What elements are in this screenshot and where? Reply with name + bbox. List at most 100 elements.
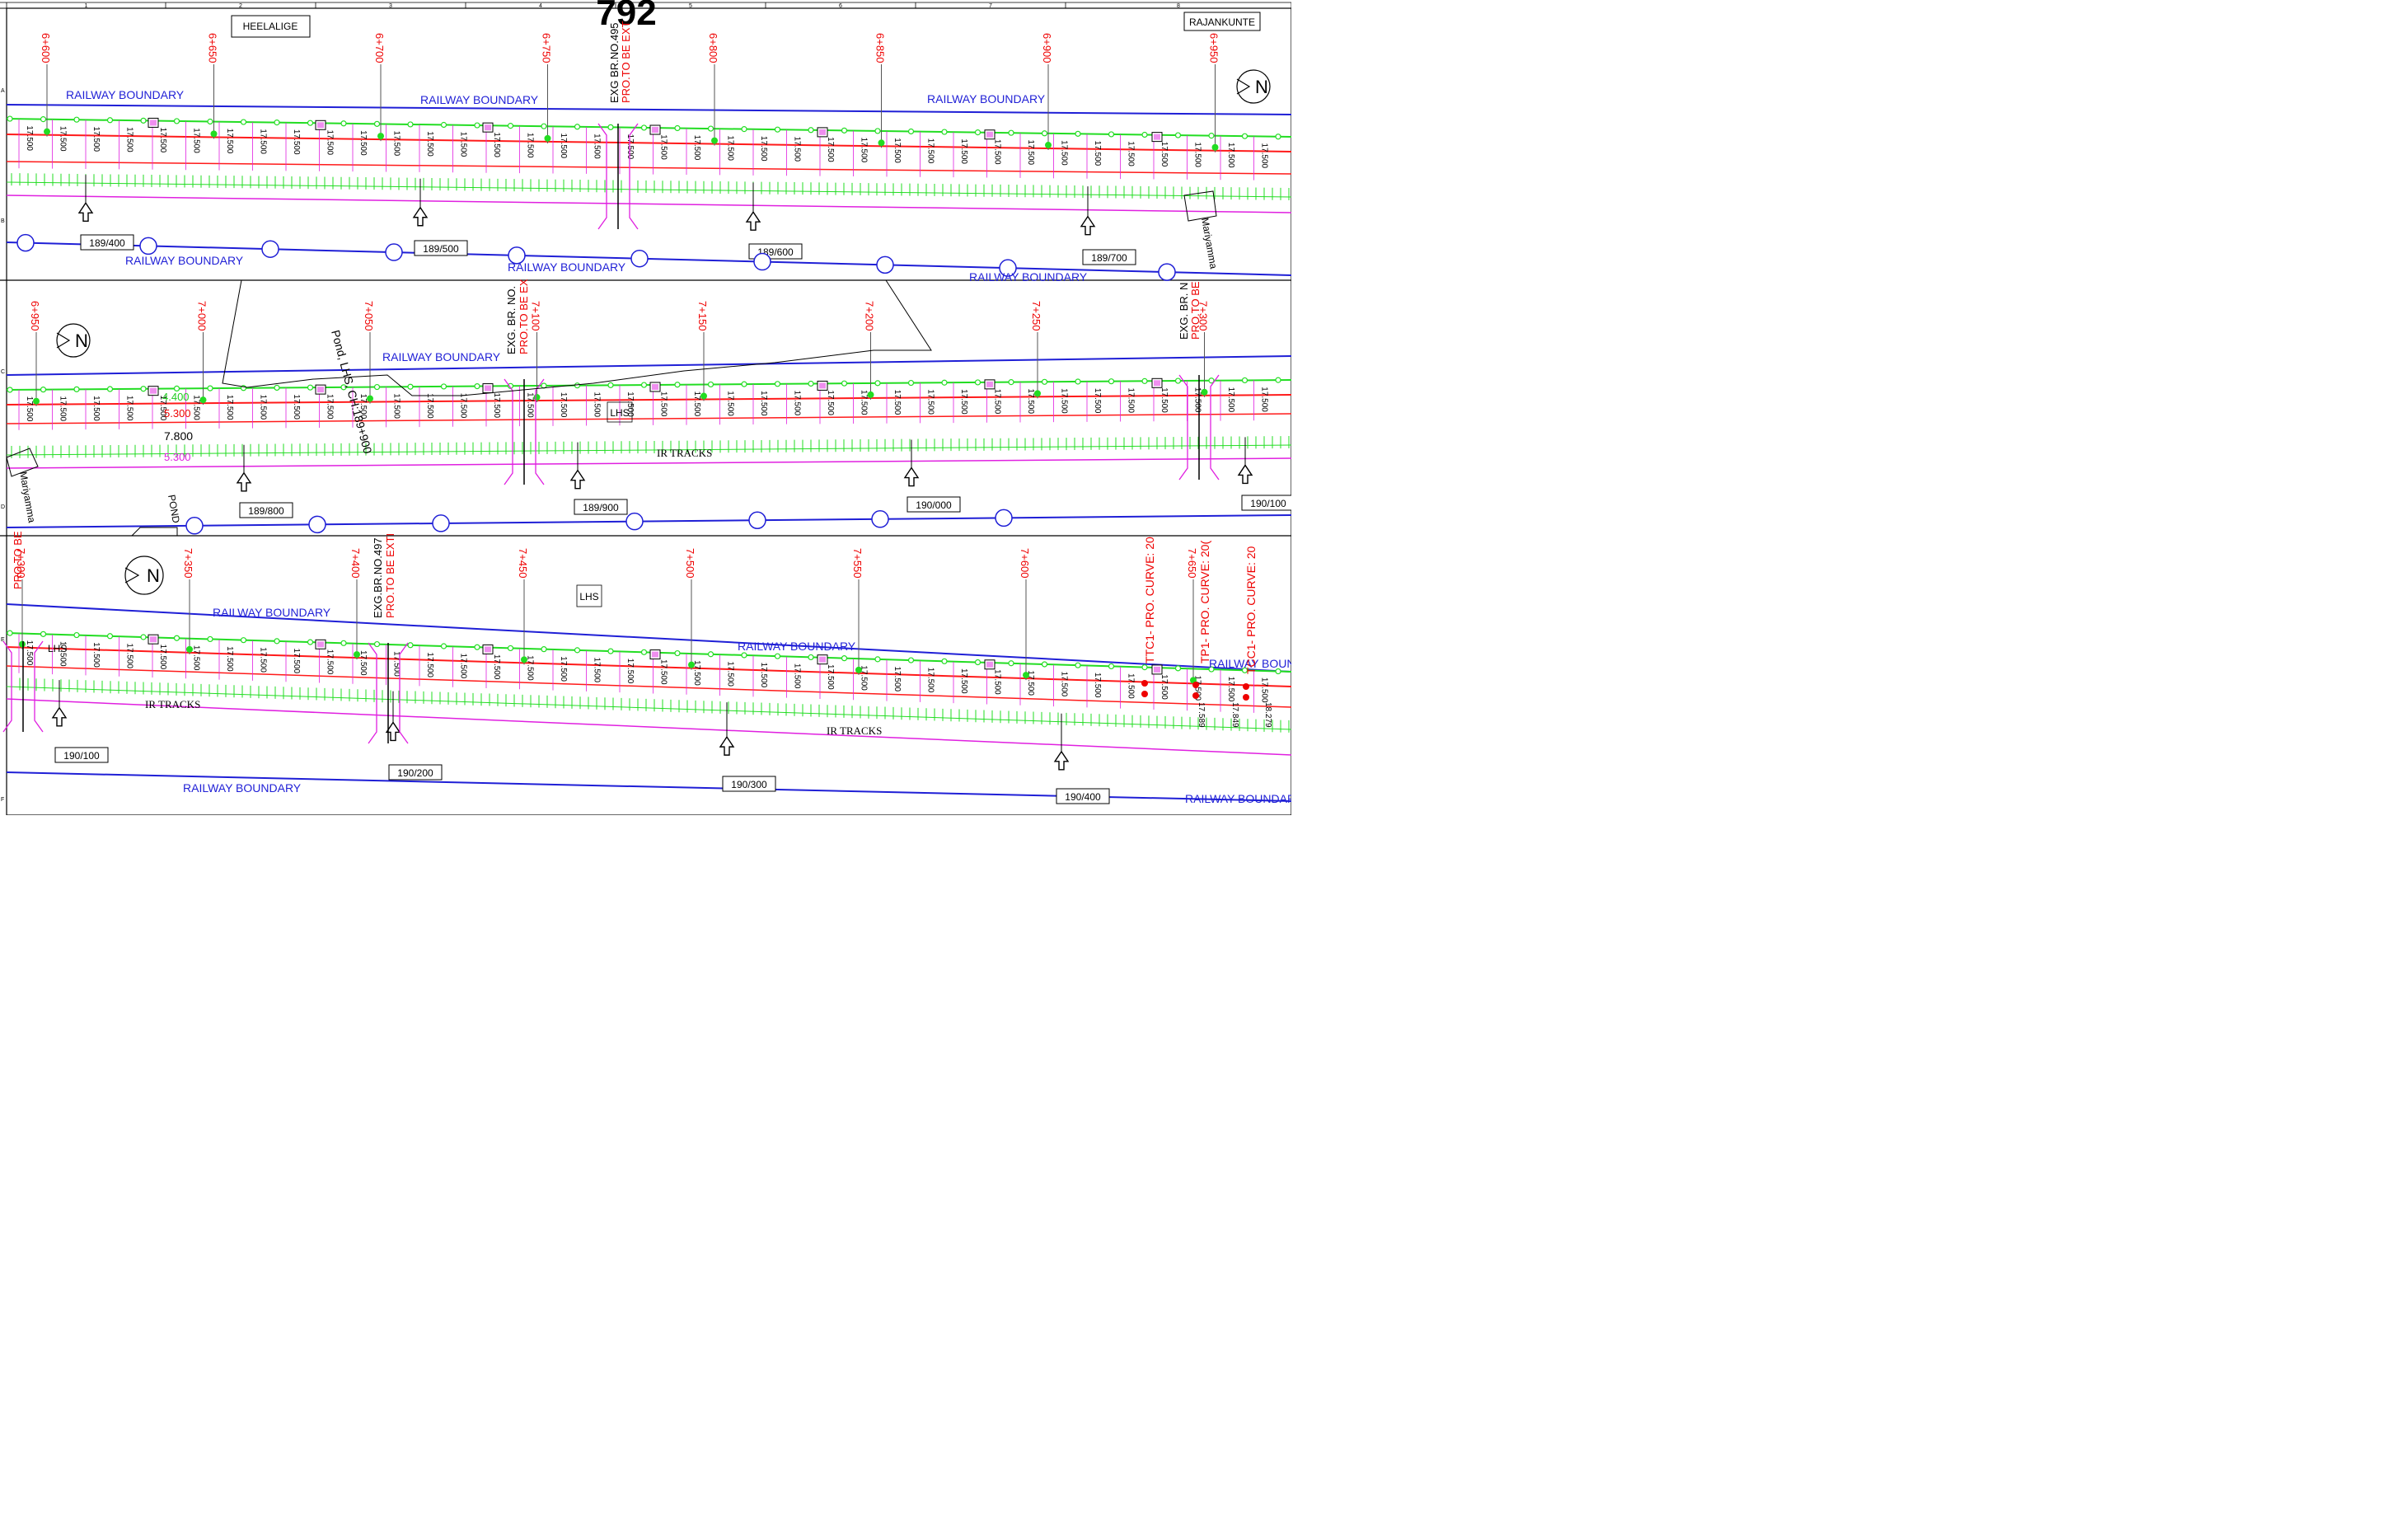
width-value: 17.500 — [1127, 388, 1136, 414]
width-value: 17.500 — [158, 396, 167, 421]
track-marker — [440, 383, 447, 390]
culvert-symbol-fill — [485, 124, 491, 131]
track-marker — [173, 118, 180, 124]
chainage-point — [33, 397, 40, 405]
width-value: 17.500 — [459, 393, 468, 419]
boundary-stone — [261, 240, 279, 258]
km-label: 190/300 — [731, 779, 767, 790]
curve-point-tp1-b — [1192, 692, 1199, 699]
track-marker — [774, 653, 781, 659]
track-marker — [307, 384, 314, 391]
width-value: 17.500 — [1226, 387, 1235, 413]
bridge-wing-left — [2, 640, 12, 733]
track-marker — [1174, 132, 1182, 138]
chainage-point — [855, 666, 862, 673]
width-value: 17.500 — [1159, 674, 1169, 700]
place-box-left — [231, 15, 311, 38]
dimension-5300b: 5.300 — [164, 451, 191, 463]
track-marker — [407, 383, 414, 390]
width-value: 17.500 — [1193, 142, 1202, 167]
track-marker — [474, 383, 480, 390]
track-marker — [741, 652, 747, 659]
width-value: 17.500 — [158, 128, 167, 153]
track-marker — [1075, 662, 1081, 668]
width-value: 17.500 — [1226, 143, 1235, 168]
width-value: 17.500 — [392, 393, 401, 419]
km-box — [907, 496, 961, 513]
km-post-arrow — [77, 202, 94, 222]
track-marker — [1008, 379, 1014, 386]
width-value: 17.500 — [59, 396, 68, 421]
boundary-stone — [876, 256, 894, 274]
width-value: 17.500 — [860, 390, 869, 415]
width-value: 17.500 — [826, 390, 835, 415]
track-marker — [1041, 378, 1048, 385]
chainage-label: 7+250 — [1030, 301, 1042, 331]
sheet-number: 792 — [596, 0, 656, 33]
km-label: 189/400 — [89, 237, 125, 249]
track-marker — [173, 635, 180, 641]
mariyamma-label-2: Mariyamma — [17, 471, 38, 523]
chainage-label: 6+750 — [541, 33, 553, 63]
width-value: 17.500 — [1260, 677, 1269, 703]
north-letter-2: N — [75, 331, 88, 351]
north-arrow-3 — [124, 556, 164, 595]
track-marker — [507, 645, 514, 652]
chainage-point — [544, 134, 551, 142]
culvert-symbol-fill — [1154, 380, 1160, 387]
width-value: 17.500 — [692, 660, 701, 686]
track-marker — [1241, 667, 1249, 673]
width-value: 17.500 — [225, 395, 234, 420]
track-marker — [373, 120, 381, 127]
lhs-label-3: LHS — [579, 591, 598, 602]
boundary-stone — [139, 237, 157, 256]
bridge-wing-right — [535, 378, 545, 485]
width-value: 17.500 — [692, 391, 701, 417]
land-boundary-magenta — [6, 698, 1291, 756]
boundary-stone — [630, 249, 649, 268]
width-value: 17.500 — [392, 651, 401, 677]
width-value: 17.500 — [993, 139, 1002, 165]
mariyamma-temple-2 — [6, 448, 39, 477]
km-box — [239, 502, 293, 518]
width-value: 17.500 — [25, 640, 34, 666]
chainage-label: 7+000 — [196, 301, 208, 331]
track-marker — [1241, 133, 1249, 139]
track-marker — [7, 115, 13, 122]
culvert-symbol-fill — [819, 656, 826, 663]
width-value-17589: 17.589 — [1197, 702, 1206, 728]
chainage-label: 6+650 — [207, 33, 219, 63]
chainage-point — [711, 137, 718, 144]
railway-boundary-label: RAILWAY BOUNDARY — [382, 350, 501, 363]
pond-lhs-label: Pond, LHS, CH:189+900 — [329, 329, 374, 456]
width-value: 17.500 — [993, 389, 1002, 415]
curve-point-tcc1-b — [1243, 694, 1249, 701]
grid-col-label: 2 — [239, 3, 242, 9]
grid-col-label: 3 — [389, 3, 392, 9]
track-marker — [474, 122, 480, 129]
width-value: 17.500 — [659, 391, 668, 417]
width-value: 17.500 — [259, 647, 268, 673]
grid-row-label: A — [1, 88, 5, 94]
culvert-symbol-fill — [652, 651, 658, 658]
curve-point-ttc1-b — [1141, 691, 1148, 697]
km-post-arrow — [569, 469, 586, 490]
chainage-label: 7+050 — [363, 301, 375, 331]
width-value: 17.500 — [1159, 387, 1169, 413]
width-value: 17.500 — [526, 655, 535, 681]
land-boundary-magenta — [6, 195, 1291, 213]
culvert-symbol-fill — [986, 661, 993, 668]
curve-point-tcc1-a — [1243, 683, 1249, 690]
width-value: 17.500 — [892, 390, 902, 415]
track-marker — [407, 642, 414, 649]
ttc1-label: TTC1- PRO. CURVE: 20 — [1143, 537, 1156, 663]
railway-boundary-top — [6, 603, 1291, 673]
km-box — [54, 747, 109, 763]
track-marker — [1275, 377, 1281, 383]
track-marker — [941, 129, 948, 135]
chainage-label: 7+600 — [1019, 548, 1031, 579]
railway-boundary-bottom — [6, 241, 1291, 276]
width-value: 17.500 — [91, 642, 101, 668]
